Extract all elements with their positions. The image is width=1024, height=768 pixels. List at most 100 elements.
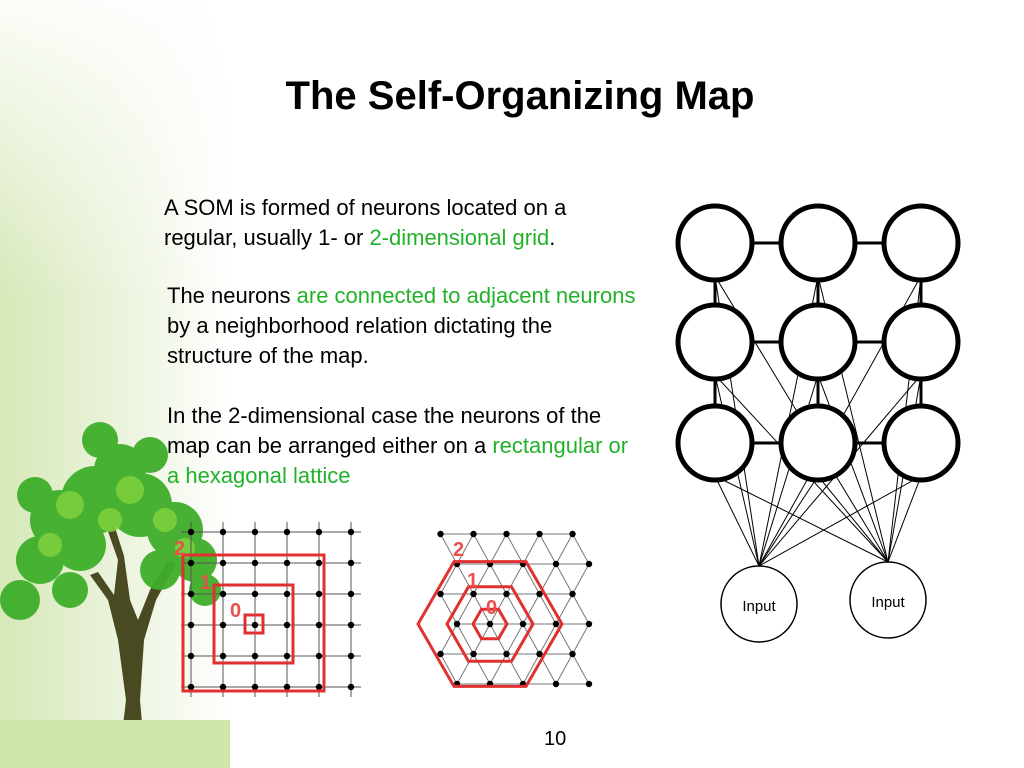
hex-neuron-dot — [552, 560, 560, 568]
input-node — [849, 561, 927, 639]
rect-neuron-dot — [315, 621, 323, 629]
hex-grid-line — [473, 533, 491, 565]
rect-neuron-dot — [347, 621, 355, 629]
hex-grid-line — [440, 563, 458, 595]
som-neuron — [675, 203, 755, 283]
paragraph-neighborhood: The neurons are connected to adjacent ne… — [167, 281, 637, 371]
hex-grid-line — [456, 593, 474, 625]
rect-neuron-dot — [187, 528, 195, 536]
rect-neuron-dot — [315, 652, 323, 660]
hex-neuron-dot — [503, 530, 510, 538]
paragraph-grid-end: . — [549, 225, 556, 250]
rect-neuron-dot — [219, 590, 227, 598]
rect-neuron-dot — [315, 528, 323, 536]
hex-grid-line — [555, 563, 573, 595]
rect-neuron-dot — [187, 559, 195, 567]
rect-neuron-dot — [187, 621, 195, 629]
hex-grid-line — [506, 563, 524, 595]
rect-ring-0 — [243, 613, 265, 635]
input-connection-line — [714, 475, 760, 567]
hex-grid-line — [456, 623, 474, 655]
hex-grid-line — [572, 563, 590, 595]
rect-neuron-dot — [283, 528, 291, 536]
rect-neuron-dot — [187, 683, 195, 691]
hex-grid-line — [506, 653, 524, 685]
hex-grid-line — [506, 593, 524, 625]
hex-grid-line — [555, 653, 573, 685]
hex-grid-line — [440, 623, 458, 655]
slide-title: The Self-Organizing Map — [285, 74, 755, 118]
rect-neuron-dot — [219, 559, 227, 567]
hex-grid-line — [522, 563, 540, 595]
hex-neuron-dot — [552, 620, 560, 628]
input-connection-line — [714, 475, 889, 563]
input-connection-line — [758, 475, 819, 567]
hex-neuron-dot — [503, 650, 510, 658]
rect-neuron-dot — [347, 559, 355, 567]
hex-neuron-dot — [552, 680, 560, 688]
rect-neuron-dot — [251, 621, 259, 629]
hex-neuron-dot — [437, 650, 444, 658]
tree-illustration — [0, 422, 230, 768]
rect-neuron-dot — [251, 683, 259, 691]
rect-neuron-dot — [315, 559, 323, 567]
hex-neuron-dot — [470, 650, 477, 658]
rect-ring-1 — [212, 583, 295, 665]
paragraph-grid: A SOM is formed of neurons located on a … — [164, 193, 644, 253]
hex-neuron-dot — [470, 530, 477, 538]
hex-grid-line — [456, 563, 474, 595]
rect-neuron-dot — [187, 590, 195, 598]
input-right-label: Input — [871, 594, 905, 611]
input-connection-line — [887, 475, 922, 563]
rect-neuron-dot — [219, 621, 227, 629]
hex-grid-line — [522, 653, 540, 685]
hex-grid-line — [572, 653, 590, 685]
hex-grid-line — [440, 653, 458, 685]
paragraph-neighborhood-highlight: are connected to adjacent neurons — [296, 283, 636, 308]
rect-ring-2 — [181, 553, 326, 693]
hex-neuron-dot — [470, 590, 477, 598]
hex-grid-line — [572, 593, 590, 625]
hex-ring0-label: 0 — [486, 597, 497, 619]
input-left-label: Input — [742, 598, 776, 615]
hex-ring-1 — [445, 585, 535, 663]
paragraph-lattice: In the 2-dimensional case the neurons of… — [167, 401, 637, 491]
hex-neuron-dot — [453, 620, 461, 628]
rect-neuron-dot — [283, 621, 291, 629]
rect-neuron-dot — [347, 528, 355, 536]
hex-grid-line — [440, 533, 458, 565]
hex-grid-line — [489, 653, 507, 685]
som-neuron — [675, 403, 755, 483]
rect-neuron-dot — [347, 652, 355, 660]
hex-neuron-dot — [569, 650, 576, 658]
som-network-diagram — [675, 203, 961, 643]
rect-neuron-dot — [219, 652, 227, 660]
rect-neuron-dot — [251, 559, 259, 567]
hex-grid-line — [456, 533, 474, 565]
hex-neuron-dot — [585, 680, 593, 688]
rect-neuron-dot — [283, 683, 291, 691]
hex-ring2-label: 2 — [453, 539, 464, 561]
som-neuron — [881, 203, 961, 283]
rect-ring0-label: 0 — [230, 600, 241, 622]
rect-ring2-label: 2 — [174, 538, 185, 560]
som-neuron — [675, 302, 755, 382]
input-node — [720, 565, 798, 643]
paragraph-grid-text: A SOM is formed of neurons located on a … — [164, 195, 567, 250]
som-neuron — [778, 403, 858, 483]
hex-grid-line — [489, 563, 507, 595]
paragraph-lattice-text: In the 2-dimensional case the neurons of… — [167, 403, 602, 458]
paragraph-lattice-highlight: rectangular or a hexagonal lattice — [167, 433, 629, 488]
rect-neuron-dot — [251, 590, 259, 598]
rect-neuron-dot — [283, 559, 291, 567]
hex-grid-line — [522, 593, 540, 625]
rect-neuron-dot — [219, 528, 227, 536]
rectangular-lattice — [181, 522, 361, 697]
hex-grid-line — [555, 533, 573, 565]
input-connection-line — [817, 475, 889, 563]
hex-neuron-dot — [503, 590, 510, 598]
rect-neuron-dot — [251, 652, 259, 660]
hex-ring1-label: 1 — [467, 570, 478, 592]
hex-neuron-dot — [536, 650, 543, 658]
